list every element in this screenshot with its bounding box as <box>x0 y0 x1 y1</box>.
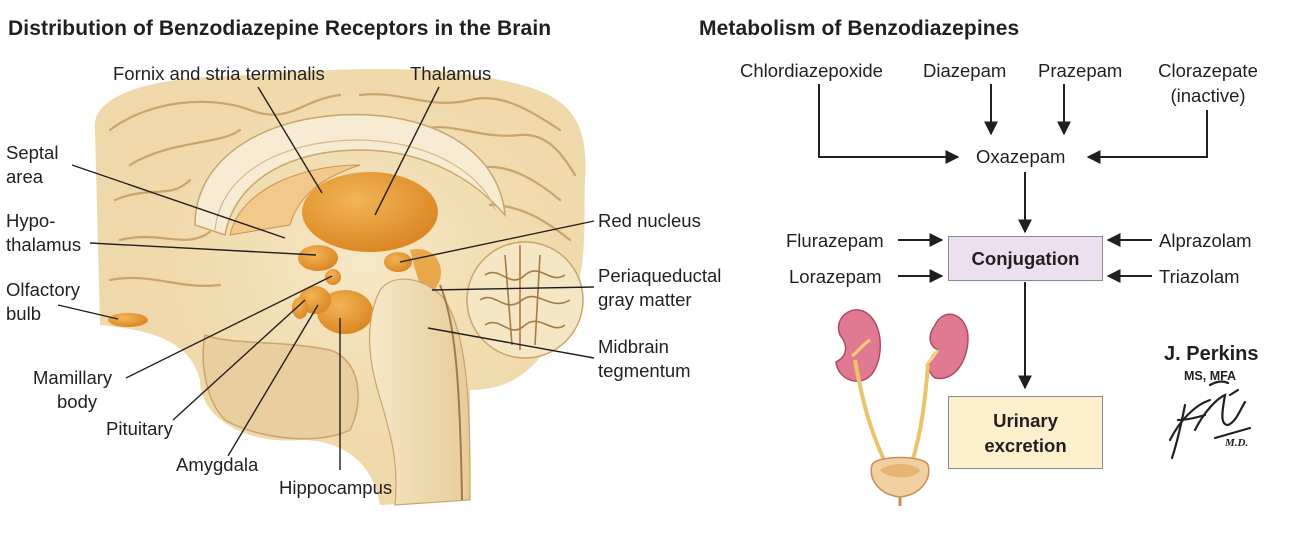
drug-clorazepate-line2: (inactive) <box>1170 85 1246 106</box>
drug-lorazepam: Lorazepam <box>789 266 882 287</box>
brain-leader-lines <box>57 86 595 470</box>
drug-clorazepate-line1: Clorazepate <box>1158 60 1258 81</box>
corpus-callosum <box>194 113 506 236</box>
label-mamillary-body-line2: body <box>57 391 98 412</box>
signature-md: M.D. <box>1224 437 1248 449</box>
cerebellum <box>466 241 584 359</box>
metabolism-panel-title: Metabolism of Benzodiazepines <box>699 17 1020 40</box>
drug-triazolam: Triazolam <box>1159 266 1240 287</box>
label-midbrain-tegmentum-line1: Midbrain <box>598 336 669 357</box>
netter-signature <box>1168 380 1252 460</box>
urinary-label-line1: Urinary <box>993 409 1058 431</box>
drug-chlordiazepoxide: Chlordiazepoxide <box>740 60 883 81</box>
drug-flurazepam: Flurazepam <box>786 230 884 251</box>
artist-degrees: MS, MFA <box>1184 369 1237 383</box>
label-periaqueductal-line2: gray matter <box>598 289 692 310</box>
label-septal-area-line1: Septal <box>6 142 59 163</box>
artist-name: J. Perkins <box>1164 343 1259 365</box>
brainstem <box>368 278 471 506</box>
label-thalamus: Thalamus <box>410 63 492 84</box>
label-olfactory-bulb-line1: Olfactory <box>6 279 81 300</box>
label-hippocampus: Hippocampus <box>279 477 393 498</box>
label-septal-area-line2: area <box>6 166 44 187</box>
label-periaqueductal-line1: Periaqueductal <box>598 265 722 286</box>
drug-diazepam: Diazepam <box>923 60 1007 81</box>
drug-prazepam: Prazepam <box>1038 60 1123 81</box>
fornix <box>229 164 361 236</box>
conjugation-label: Conjugation <box>971 248 1080 269</box>
label-midbrain-tegmentum-line2: tegmentum <box>598 360 691 381</box>
urinary-system-illustration <box>835 309 969 506</box>
drug-alprazolam: Alprazolam <box>1159 230 1252 251</box>
label-amygdala: Amygdala <box>176 454 259 475</box>
urinary-excretion-box: Urinary excretion <box>948 396 1103 469</box>
olfactory-bulb-shape <box>108 313 148 327</box>
hippocampus-region <box>317 290 373 334</box>
label-fornix: Fornix and stria terminalis <box>113 63 325 84</box>
brain-panel-title: Distribution of Benzodiazepine Receptors… <box>8 17 552 40</box>
drug-oxazepam: Oxazepam <box>976 146 1066 167</box>
label-red-nucleus: Red nucleus <box>598 210 701 231</box>
conjugation-box: Conjugation <box>948 236 1103 281</box>
urinary-label-line2: excretion <box>984 434 1067 456</box>
label-olfactory-bulb-line2: bulb <box>6 303 41 324</box>
label-hypothalamus-line2: thalamus <box>6 234 82 255</box>
label-pituitary: Pituitary <box>106 418 173 439</box>
thalamus-region <box>302 172 438 252</box>
label-mamillary-body-line1: Mamillary <box>33 367 113 388</box>
label-hypothalamus-line1: Hypo- <box>6 210 56 231</box>
